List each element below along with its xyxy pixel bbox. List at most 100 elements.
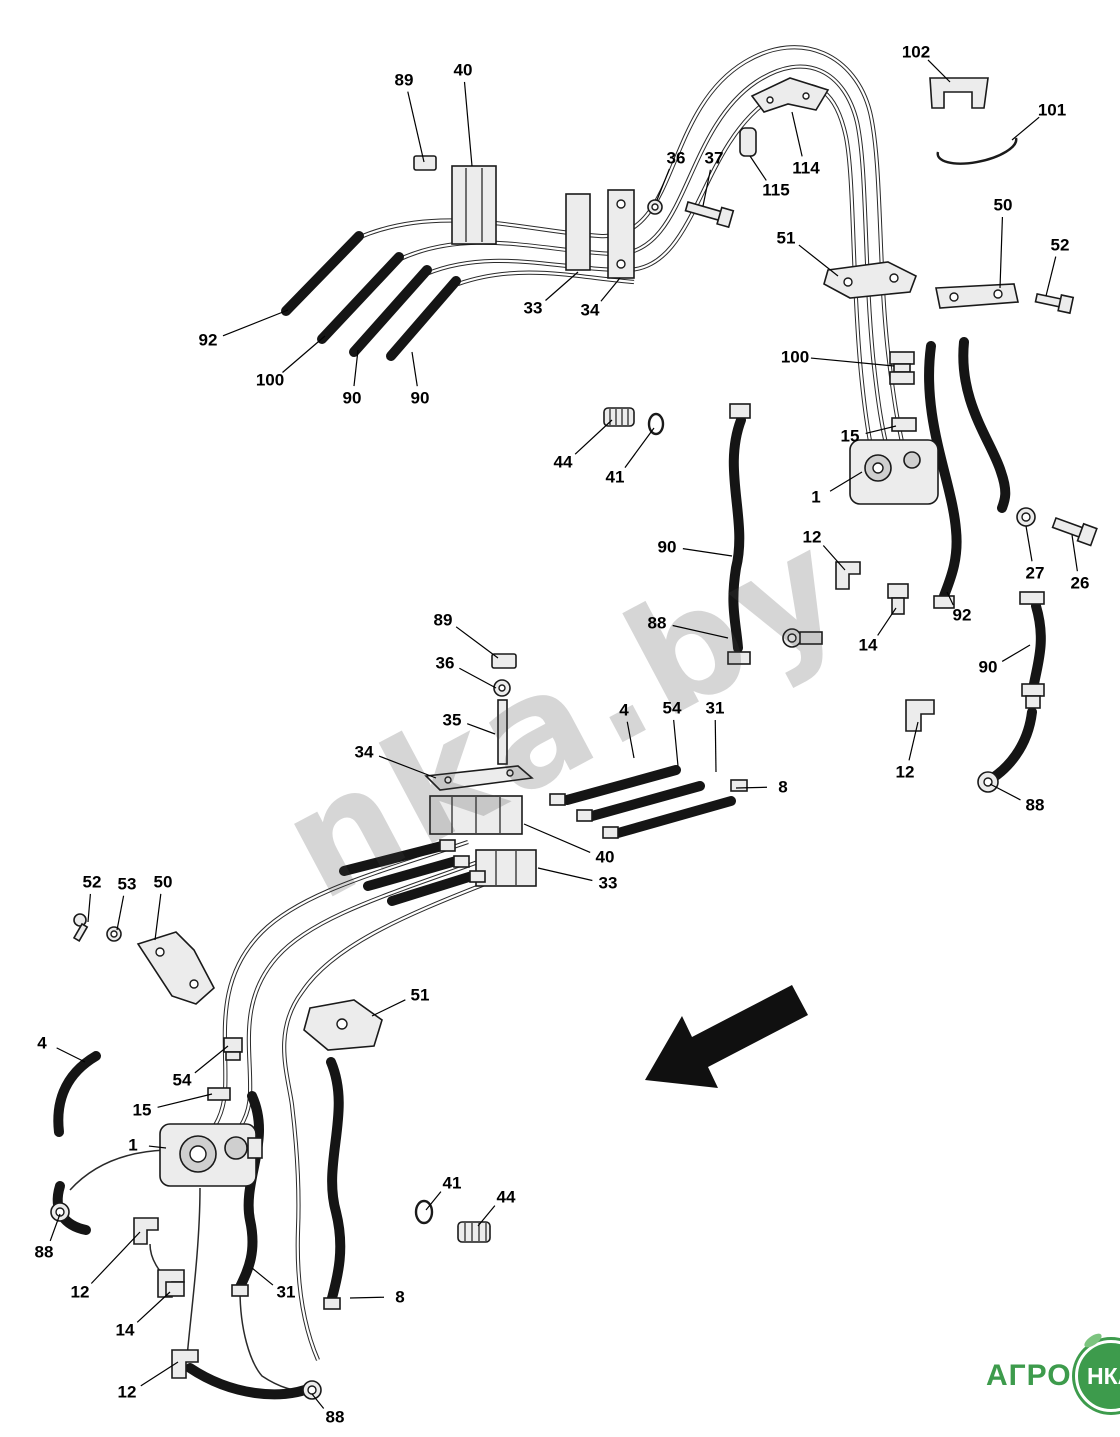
leader-line-14 [136,1291,171,1323]
bracket-51-top [823,261,918,299]
leader-line-102 [927,59,951,83]
leader-line-54 [673,719,679,767]
part-callout-89: 89 [433,610,453,630]
leader-line-34 [378,755,437,779]
nut-15-bottom [207,1087,231,1101]
elbow-12-lowest [171,1349,199,1379]
part-callout-44: 44 [553,452,573,472]
leader-line-115 [749,155,767,181]
leader-line-33 [545,271,579,301]
part-callout-4: 4 [37,1033,47,1053]
part-callout-44: 44 [496,1187,516,1207]
leader-line-12 [90,1231,141,1284]
clamp-33-center [475,849,537,887]
part-callout-52: 52 [1050,235,1070,255]
part-callout-27: 27 [1025,563,1045,583]
part-callout-51: 51 [776,228,796,248]
bolt-26 [1051,516,1098,547]
part-callout-88: 88 [1025,795,1045,815]
leader-line-31 [251,1267,274,1286]
part-callout-36: 36 [666,148,686,168]
leader-line-52 [1045,256,1057,297]
part-callout-1: 1 [811,487,821,507]
part-callout-88: 88 [34,1242,54,1262]
leader-line-50 [154,893,162,941]
leader-line-90 [682,548,733,557]
leader-line-53 [116,895,125,931]
leader-line-15 [157,1093,213,1108]
leader-line-88 [49,1213,61,1242]
part-callout-12: 12 [70,1282,90,1302]
part-callout-101: 101 [1037,100,1067,120]
leader-line-40 [463,81,473,167]
leader-line-88 [989,783,1021,801]
part-callout-53: 53 [117,874,137,894]
part-callout-90: 90 [410,388,430,408]
part-callout-54: 54 [662,698,682,718]
leader-line-37 [702,169,712,207]
part-callout-33: 33 [523,298,543,318]
o-ring-41-bottom [414,1199,434,1225]
leader-line-50 [999,216,1004,289]
leader-line-1 [829,471,863,492]
leader-line-4 [626,721,635,759]
nut-15-top [891,417,917,432]
part-callout-8: 8 [778,777,788,797]
part-callout-92: 92 [952,605,972,625]
part-callout-51: 51 [410,985,430,1005]
part-callout-31: 31 [276,1282,296,1302]
part-callout-90: 90 [657,537,677,557]
hose-group [52,231,1046,1400]
brand-logo: АГРО НКА [986,1340,1120,1412]
part-callout-50: 50 [993,195,1013,215]
leader-line-54 [194,1045,229,1074]
leader-line-89 [455,626,499,659]
part-callout-100: 100 [255,370,285,390]
leader-line-36 [459,667,497,689]
leader-line-12 [140,1361,179,1387]
fitting-14-bottom [165,1281,185,1297]
leader-line-88 [672,624,729,639]
part-callout-41: 41 [605,467,625,487]
part-callout-40: 40 [453,60,473,80]
leader-line-89 [407,91,425,163]
part-callout-12: 12 [895,762,915,782]
part-callout-34: 34 [580,300,600,320]
leader-line-100 [282,335,326,373]
elbow-12-bottom-left [133,1217,159,1245]
part-callout-36: 36 [435,653,455,673]
part-callout-8: 8 [395,1287,405,1307]
leader-line-44 [477,1205,496,1227]
screw-52-top [1034,292,1075,315]
part-callout-35: 35 [442,710,462,730]
part-callout-41: 41 [442,1173,462,1193]
brand-logo-circle: НКА [1074,1340,1120,1412]
leader-line-14 [877,607,897,636]
part-callout-89: 89 [394,70,414,90]
leader-line-1 [148,1145,167,1149]
part-callout-88: 88 [647,613,667,633]
part-callout-14: 14 [858,635,878,655]
part-callout-34: 34 [354,742,374,762]
leader-line-31 [714,719,717,773]
leader-line-90 [411,351,418,387]
part-callout-31: 31 [705,698,725,718]
leader-line-90 [353,349,359,387]
part-callout-12: 12 [117,1382,137,1402]
leader-line-41 [425,1191,442,1211]
part-callout-92: 92 [198,330,218,350]
fitting-group [50,77,1098,1400]
leader-line-12 [822,545,846,571]
leader-line-88 [311,1393,325,1409]
nut-89-top [413,155,437,171]
part-callout-15: 15 [132,1100,152,1120]
leader-line-4 [56,1047,86,1063]
leader-line-36 [656,168,670,201]
hose-end-fitting [729,403,751,419]
part-callout-102: 102 [901,42,931,62]
clamp-101 [936,137,1018,165]
leader-line-12 [908,721,919,761]
leader-line-15 [865,425,897,435]
